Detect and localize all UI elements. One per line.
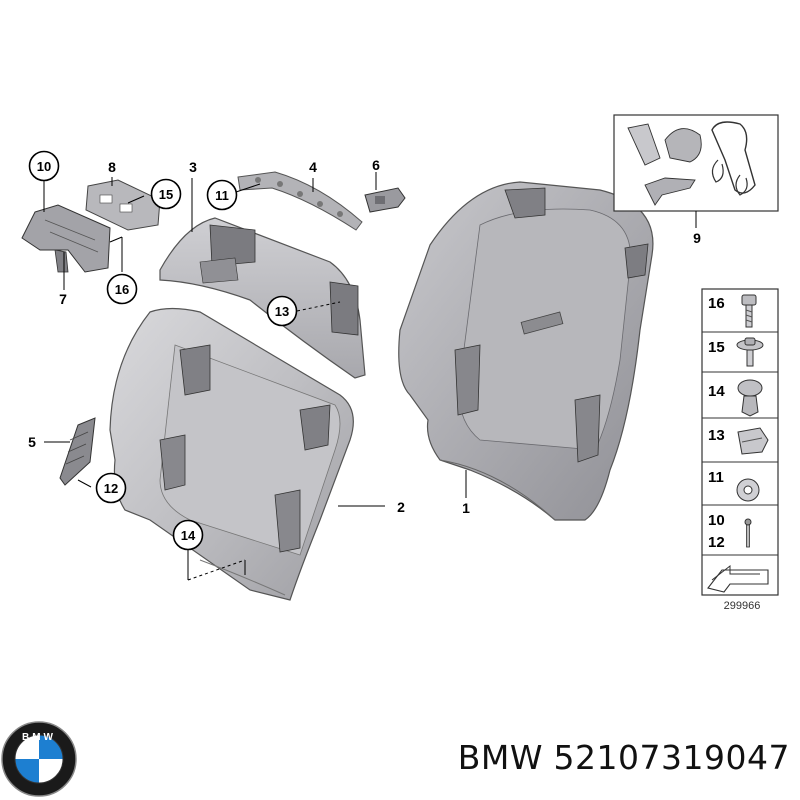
legend-num-10: 10 — [708, 512, 725, 529]
mounting-plate — [85, 179, 161, 231]
callout-14-label: 14 — [181, 528, 196, 543]
callout-15-label: 15 — [159, 187, 173, 202]
diagram-reference-number: 299966 — [724, 600, 761, 612]
legend-row-10-12: 10 12 — [708, 512, 752, 551]
lock-washer-icon — [736, 478, 760, 502]
part-caption: BMW 52107319047 — [410, 738, 790, 777]
part-label-9: 9 — [693, 230, 701, 246]
legend-num-12: 12 — [708, 534, 725, 551]
callout-13: 13 — [266, 295, 298, 327]
pin-icon — [744, 518, 752, 548]
arrow-symbol-icon — [707, 564, 769, 593]
part-label-5: 5 — [28, 434, 36, 450]
side-plate — [59, 417, 96, 486]
callout-13-label: 13 — [275, 304, 289, 319]
part-label-1: 1 — [462, 500, 470, 516]
legend-row-14: 14 — [708, 379, 763, 417]
legend-num-16: 16 — [708, 295, 725, 312]
backrest-rear-shell — [398, 181, 654, 521]
bracket-strip — [237, 171, 363, 231]
legend-num-11: 11 — [708, 469, 724, 486]
hinge-bracket — [21, 204, 111, 273]
legend-num-15: 15 — [708, 339, 725, 356]
callout-10: 10 — [28, 150, 60, 182]
callout-15: 15 — [150, 178, 182, 210]
callout-12: 12 — [95, 472, 127, 504]
part-label-7: 7 — [59, 291, 67, 307]
flange-screw-icon — [736, 337, 764, 367]
part-label-4: 4 — [309, 159, 317, 175]
expanding-rivet-icon — [737, 379, 763, 417]
callout-11: 11 — [206, 179, 238, 211]
callout-11-label: 11 — [215, 188, 229, 203]
spring-nut-icon — [737, 427, 769, 455]
part-label-6: 6 — [372, 157, 380, 173]
legend-row-15: 15 — [708, 337, 764, 367]
legend-num-14: 14 — [708, 383, 725, 400]
part-label-8: 8 — [108, 159, 116, 175]
fastener-legend: 16 15 14 13 — [701, 288, 779, 596]
callout-14: 14 — [172, 519, 204, 551]
bmw-logo-text: BMW — [22, 732, 56, 743]
part-label-3: 3 — [189, 159, 197, 175]
callout-12-label: 12 — [104, 481, 118, 496]
callout-16-label: 16 — [115, 282, 129, 297]
callout-16: 16 — [106, 273, 138, 305]
legend-num-13: 13 — [708, 427, 725, 444]
brand-name: BMW — [457, 738, 544, 777]
small-clip — [364, 187, 406, 213]
part-number: 52107319047 — [553, 738, 790, 777]
leader-lines — [43, 172, 697, 581]
clip-kit-box — [613, 114, 779, 212]
legend-row-11: 11 — [708, 469, 760, 502]
backrest-upper-panel — [159, 217, 366, 379]
bolt-icon — [741, 294, 757, 328]
part-label-2: 2 — [397, 499, 405, 515]
backrest-lower-panel — [109, 307, 354, 601]
legend-row-16: 16 — [708, 294, 757, 328]
legend-row-13: 13 — [708, 427, 769, 455]
bmw-logo-icon: BMW — [1, 721, 77, 797]
callout-10-label: 10 — [37, 159, 51, 174]
